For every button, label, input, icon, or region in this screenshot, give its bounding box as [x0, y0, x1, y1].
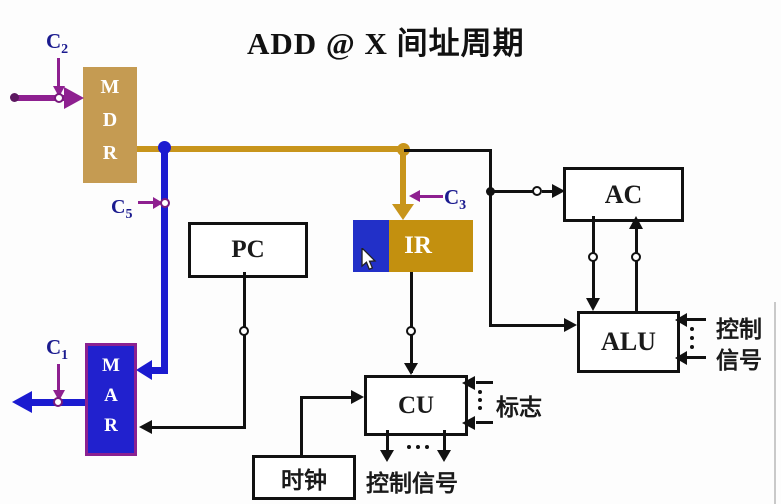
arrow-into-alu-top — [586, 298, 600, 311]
cu-flag-line-1 — [476, 381, 493, 384]
mdr-register: MDR — [83, 67, 137, 183]
signal-label-c2: C2 — [46, 29, 69, 58]
ir-register — [389, 220, 473, 272]
connector-to-alu — [489, 324, 565, 327]
cu-out-arrow-1 — [380, 450, 394, 462]
cu-flag-arrow-2 — [462, 416, 475, 430]
clock-vline — [300, 398, 303, 455]
alu-unit: ALU — [577, 311, 680, 373]
address-bus-blue-elbow — [150, 367, 168, 374]
alu-to-ac-line — [635, 228, 638, 311]
data-bus-gold-drop — [400, 149, 406, 206]
c2-gate-circle — [54, 93, 64, 103]
c5-arrowhead — [153, 197, 163, 209]
mar-output-arrowhead — [12, 391, 32, 413]
vertical-ellipsis-icon — [690, 327, 694, 331]
arrow-into-ir — [392, 204, 414, 220]
alu-ctrl-line-1 — [687, 318, 706, 321]
alu-ctrl-line-2 — [687, 356, 706, 359]
ac-alu-gate-circle-left — [588, 252, 598, 262]
c2-arrowhead — [53, 86, 65, 97]
clock-hline — [300, 396, 352, 399]
arrow-into-cu-top — [404, 363, 418, 375]
vertical-ellipsis-icon — [690, 336, 694, 340]
pc-label: PC — [231, 236, 265, 263]
c1-arrowhead — [53, 390, 65, 401]
horizontal-ellipsis-icon — [407, 445, 411, 449]
connector-bus-to-right — [404, 149, 492, 152]
cu-out-line-1 — [386, 430, 389, 452]
connector-to-ac — [491, 190, 533, 193]
mdr-label: MDR — [99, 75, 121, 175]
mdr-input-line — [14, 95, 68, 101]
arrow-into-mar-black — [139, 420, 152, 434]
vertical-ellipsis-icon — [478, 390, 482, 394]
arrow-into-ac-bottom — [629, 216, 643, 229]
connector-to-ac2 — [542, 190, 554, 193]
c1-arrow-line — [57, 364, 60, 392]
mar-label: MAR — [100, 354, 122, 445]
signal-label-c5: C5 — [111, 196, 133, 222]
horizontal-ellipsis-icon — [425, 445, 429, 449]
mdr-input-arrowhead — [64, 87, 84, 109]
vertical-ellipsis-icon — [690, 345, 694, 349]
address-bus-blue — [161, 148, 168, 372]
ir-label: IR — [404, 232, 432, 259]
c5-gate-circle — [160, 198, 170, 208]
c3-arrow-line — [419, 195, 443, 198]
pc-register: PC — [188, 222, 308, 278]
alu-label: ALU — [601, 327, 656, 356]
flags-label: 标志 — [496, 395, 542, 420]
junction-dot-ac-branch — [486, 187, 495, 196]
data-bus-gold — [137, 146, 407, 152]
ac-gate-circle — [532, 186, 542, 196]
vertical-ellipsis-icon — [478, 398, 482, 402]
cu-unit: CU — [364, 375, 468, 436]
ac-alu-gate-circle-right — [631, 252, 641, 262]
c3-arrowhead — [409, 190, 420, 202]
pc-gate-circle — [239, 326, 249, 336]
arrow-into-mar — [136, 360, 152, 380]
alu-control-signal-label-line1: 控制 — [716, 317, 762, 342]
horizontal-ellipsis-icon — [416, 445, 420, 449]
mouse-cursor-icon — [361, 248, 377, 270]
ac-register: AC — [563, 167, 684, 222]
c1-gate-circle — [53, 397, 63, 407]
ac-label: AC — [604, 179, 643, 209]
c2-arrow-line — [57, 58, 60, 88]
control-signals-label: 控制信号 — [366, 471, 458, 496]
cu-flag-line-2 — [476, 421, 493, 424]
connector-right-vertical — [489, 149, 492, 326]
ir-to-cu-line — [410, 272, 413, 373]
vertical-ellipsis-icon — [478, 406, 482, 410]
cu-out-arrow-2 — [437, 450, 451, 462]
arrow-into-cu-left — [351, 390, 364, 404]
cu-flag-arrow-1 — [462, 376, 475, 390]
cu-label: CU — [397, 391, 435, 419]
signal-label-c3: C3 — [444, 185, 467, 214]
mar-register: MAR — [85, 343, 137, 456]
pc-to-mar-hline — [151, 426, 246, 429]
signal-label-c1: C1 — [46, 335, 69, 364]
alu-ctrl-arrow-1 — [675, 313, 687, 327]
alu-ctrl-arrow-2 — [675, 351, 687, 365]
ir-cu-gate-circle — [406, 326, 416, 336]
mdr-input-tail-dot — [10, 93, 19, 102]
page-title: ADD @ X 间址周期 — [247, 26, 525, 61]
arrow-into-alu — [564, 318, 577, 332]
cu-out-line-2 — [443, 430, 446, 452]
clock-label: 时钟 — [281, 467, 327, 493]
clock-box: 时钟 — [252, 455, 356, 500]
arrow-into-ac — [552, 184, 565, 198]
bus-junction-dot-gold — [397, 143, 410, 156]
pc-to-mar-vline — [243, 272, 246, 428]
window-edge-line — [774, 302, 776, 504]
alu-control-signal-label-line2: 信号 — [716, 348, 762, 373]
c5-arrow-line — [138, 201, 156, 204]
